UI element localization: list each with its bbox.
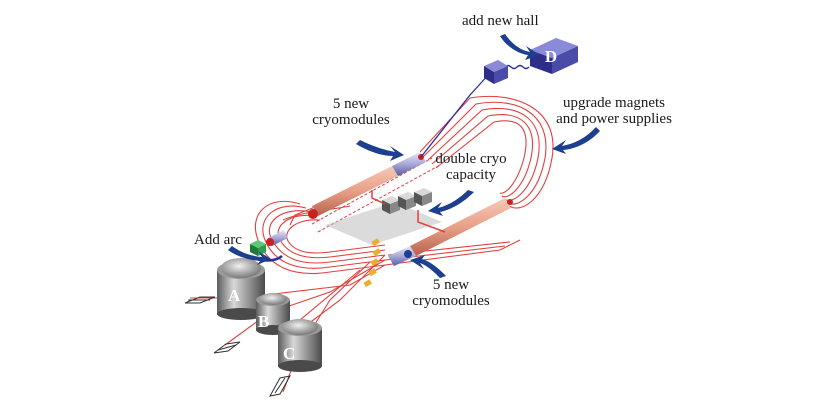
hall-b-label: B [258,312,269,331]
annotation-labels: add new hall 5 new cryomodules upgrade m… [194,13,672,309]
label-five-new-cryomodules-top-1: 5 new [333,96,369,112]
hall-d-label: D [545,47,557,66]
label-five-new-cryomodules-bottom-1: 5 new [433,277,469,293]
arrow-double-cryo [428,190,474,216]
label-upgrade-1: upgrade magnets [563,95,665,111]
dashed-outline [311,157,441,233]
cryo-plant [325,188,446,245]
label-five-new-cryomodules-top-2: cryomodules [312,112,390,128]
arrow-add-new-hall [500,34,540,60]
label-add-arc: Add arc [194,232,242,248]
hall-d-beamline [420,64,530,158]
arrow-upgrade-magnets [552,127,600,154]
hall-d-block: D [530,38,578,74]
hall-c-label: C [283,344,295,363]
spreader-magnets [363,238,381,288]
hall-a-label: A [228,286,241,305]
arc-end-module [266,230,288,246]
label-double-cryo-1: double cryo [435,151,506,167]
hall-c: C [278,319,322,372]
hall-d-tagger-block [484,60,508,84]
label-five-new-cryomodules-bottom-2: cryomodules [412,293,490,309]
arrow-five-new-cryomodules-top [356,140,404,161]
label-add-new-hall: add new hall [462,13,539,29]
arrow-add-arc [228,246,271,265]
south-linac [388,198,513,266]
beam-dumps [184,296,291,397]
label-upgrade-2: and power supplies [556,111,672,127]
north-linac [308,152,426,219]
label-double-cryo-2: capacity [446,167,496,183]
arrow-five-new-cryomodules-bottom [410,255,446,278]
